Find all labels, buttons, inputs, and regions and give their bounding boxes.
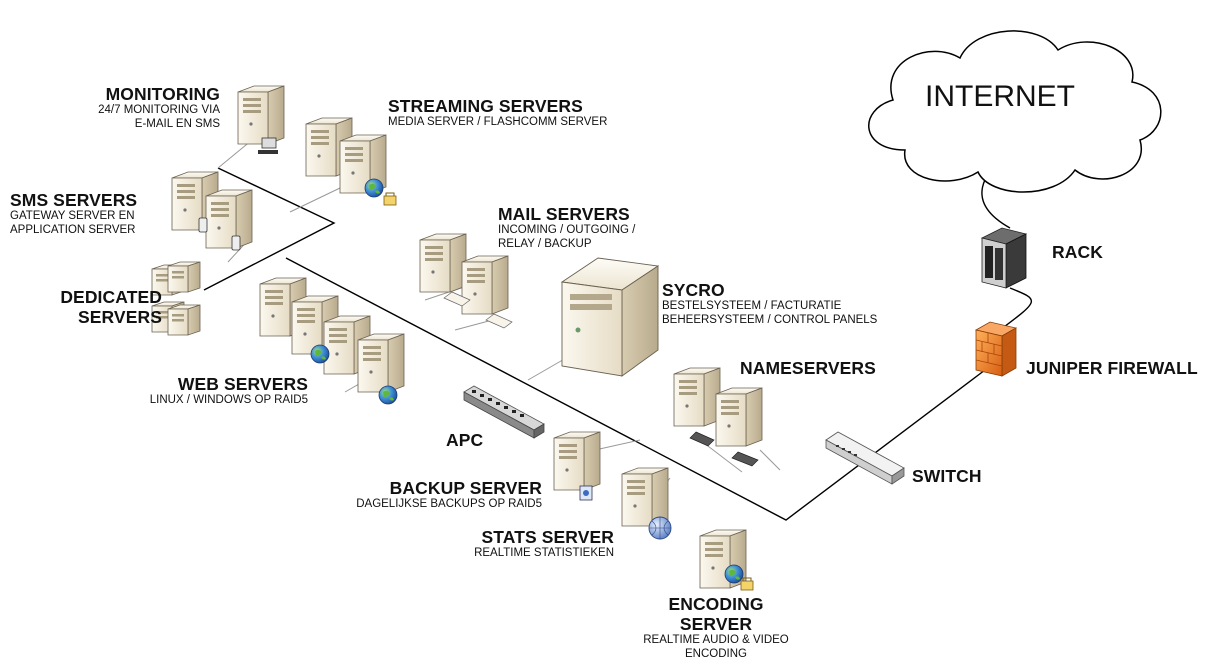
switch-label: SWITCH xyxy=(912,466,1012,486)
nameservers-icon xyxy=(673,367,763,467)
encoding-title-1: ENCODING xyxy=(668,594,764,614)
encoding-desc-2: ENCODING xyxy=(685,647,747,660)
nameservers-label: NAMESERVERS xyxy=(740,358,900,378)
encoding-desc-1: REALTIME AUDIO & VIDEO xyxy=(643,634,789,647)
monitoring-server-icon xyxy=(237,85,285,154)
sycro-title: SYCRO xyxy=(662,280,725,300)
mail-servers-icon xyxy=(419,233,513,329)
encoding-server-icon xyxy=(699,529,754,591)
network-lines xyxy=(203,159,1032,521)
web-desc-1: LINUX / WINDOWS OP RAID5 xyxy=(149,394,308,407)
sms-title: SMS SERVERS xyxy=(10,190,138,210)
backup-server-icon xyxy=(553,431,601,501)
mail-desc-2: RELAY / BACKUP xyxy=(498,237,592,250)
sms-servers-icon xyxy=(171,171,253,251)
dedicated-label: DEDICATED SERVERS xyxy=(20,287,162,327)
backup-label: BACKUP SERVER DAGELIJKSE BACKUPS OP RAID… xyxy=(320,478,542,512)
apc-label: APC xyxy=(446,430,506,450)
dedicated-title-2: SERVERS xyxy=(77,307,162,328)
sms-label: SMS SERVERS GATEWAY SERVER EN APPLICATIO… xyxy=(10,190,180,237)
stats-title: STATS SERVER xyxy=(481,527,614,547)
encoding-label: ENCODING SERVER REALTIME AUDIO & VIDEO E… xyxy=(636,594,796,661)
streaming-servers-icon xyxy=(305,117,397,206)
firewall-icon xyxy=(974,321,1018,377)
monitoring-label: MONITORING 24/7 MONITORING VIA E-MAIL EN… xyxy=(40,84,220,131)
stats-label: STATS SERVER REALTIME STATISTIEKEN xyxy=(420,527,614,561)
stats-desc-1: REALTIME STATISTIEKEN xyxy=(474,547,614,560)
cloud-icon xyxy=(868,30,1162,193)
sycro-server-icon xyxy=(560,257,660,377)
monitoring-desc-1: 24/7 MONITORING VIA xyxy=(98,104,220,117)
web-title: WEB SERVERS xyxy=(177,374,308,394)
sycro-desc-2: BEHEERSYSTEEM / CONTROL PANELS xyxy=(662,313,878,326)
apc-title: APC xyxy=(446,430,484,450)
apc-icon xyxy=(463,385,545,439)
streaming-label: STREAMING SERVERS MEDIA SERVER / FLASHCO… xyxy=(388,96,668,130)
juniper-title: JUNIPER FIREWALL xyxy=(1026,358,1198,378)
sms-desc-2: APPLICATION SERVER xyxy=(10,223,136,236)
rack-title: RACK xyxy=(1052,242,1103,262)
rack-label: RACK xyxy=(1052,242,1132,262)
juniper-label: JUNIPER FIREWALL xyxy=(1026,358,1216,378)
mail-title: MAIL SERVERS xyxy=(498,204,630,224)
encoding-title-2: SERVER xyxy=(679,614,753,635)
monitoring-desc-2: E-MAIL EN SMS xyxy=(134,117,220,130)
sms-desc-1: GATEWAY SERVER EN xyxy=(10,210,135,223)
switch-icon xyxy=(825,431,905,485)
backup-desc-1: DAGELIJKSE BACKUPS OP RAID5 xyxy=(356,498,542,511)
backup-title: BACKUP SERVER xyxy=(389,478,542,498)
mail-label: MAIL SERVERS INCOMING / OUTGOING / RELAY… xyxy=(498,204,678,251)
sycro-label: SYCRO BESTELSYSTEEM / FACTURATIE BEHEERS… xyxy=(662,280,912,327)
rack-icon xyxy=(980,227,1028,289)
mail-desc-1: INCOMING / OUTGOING / xyxy=(498,224,636,237)
nameservers-title: NAMESERVERS xyxy=(740,358,876,378)
stats-server-icon xyxy=(621,467,672,540)
monitoring-title: MONITORING xyxy=(105,84,220,104)
switch-title: SWITCH xyxy=(912,466,982,486)
internet-label: INTERNET xyxy=(925,80,1075,113)
web-label: WEB SERVERS LINUX / WINDOWS OP RAID5 xyxy=(100,374,308,408)
sycro-desc-1: BESTELSYSTEEM / FACTURATIE xyxy=(662,300,842,313)
streaming-desc-1: MEDIA SERVER / FLASHCOMM SERVER xyxy=(388,116,608,129)
dedicated-title-1: DEDICATED xyxy=(60,287,162,307)
streaming-title: STREAMING SERVERS xyxy=(388,96,583,116)
